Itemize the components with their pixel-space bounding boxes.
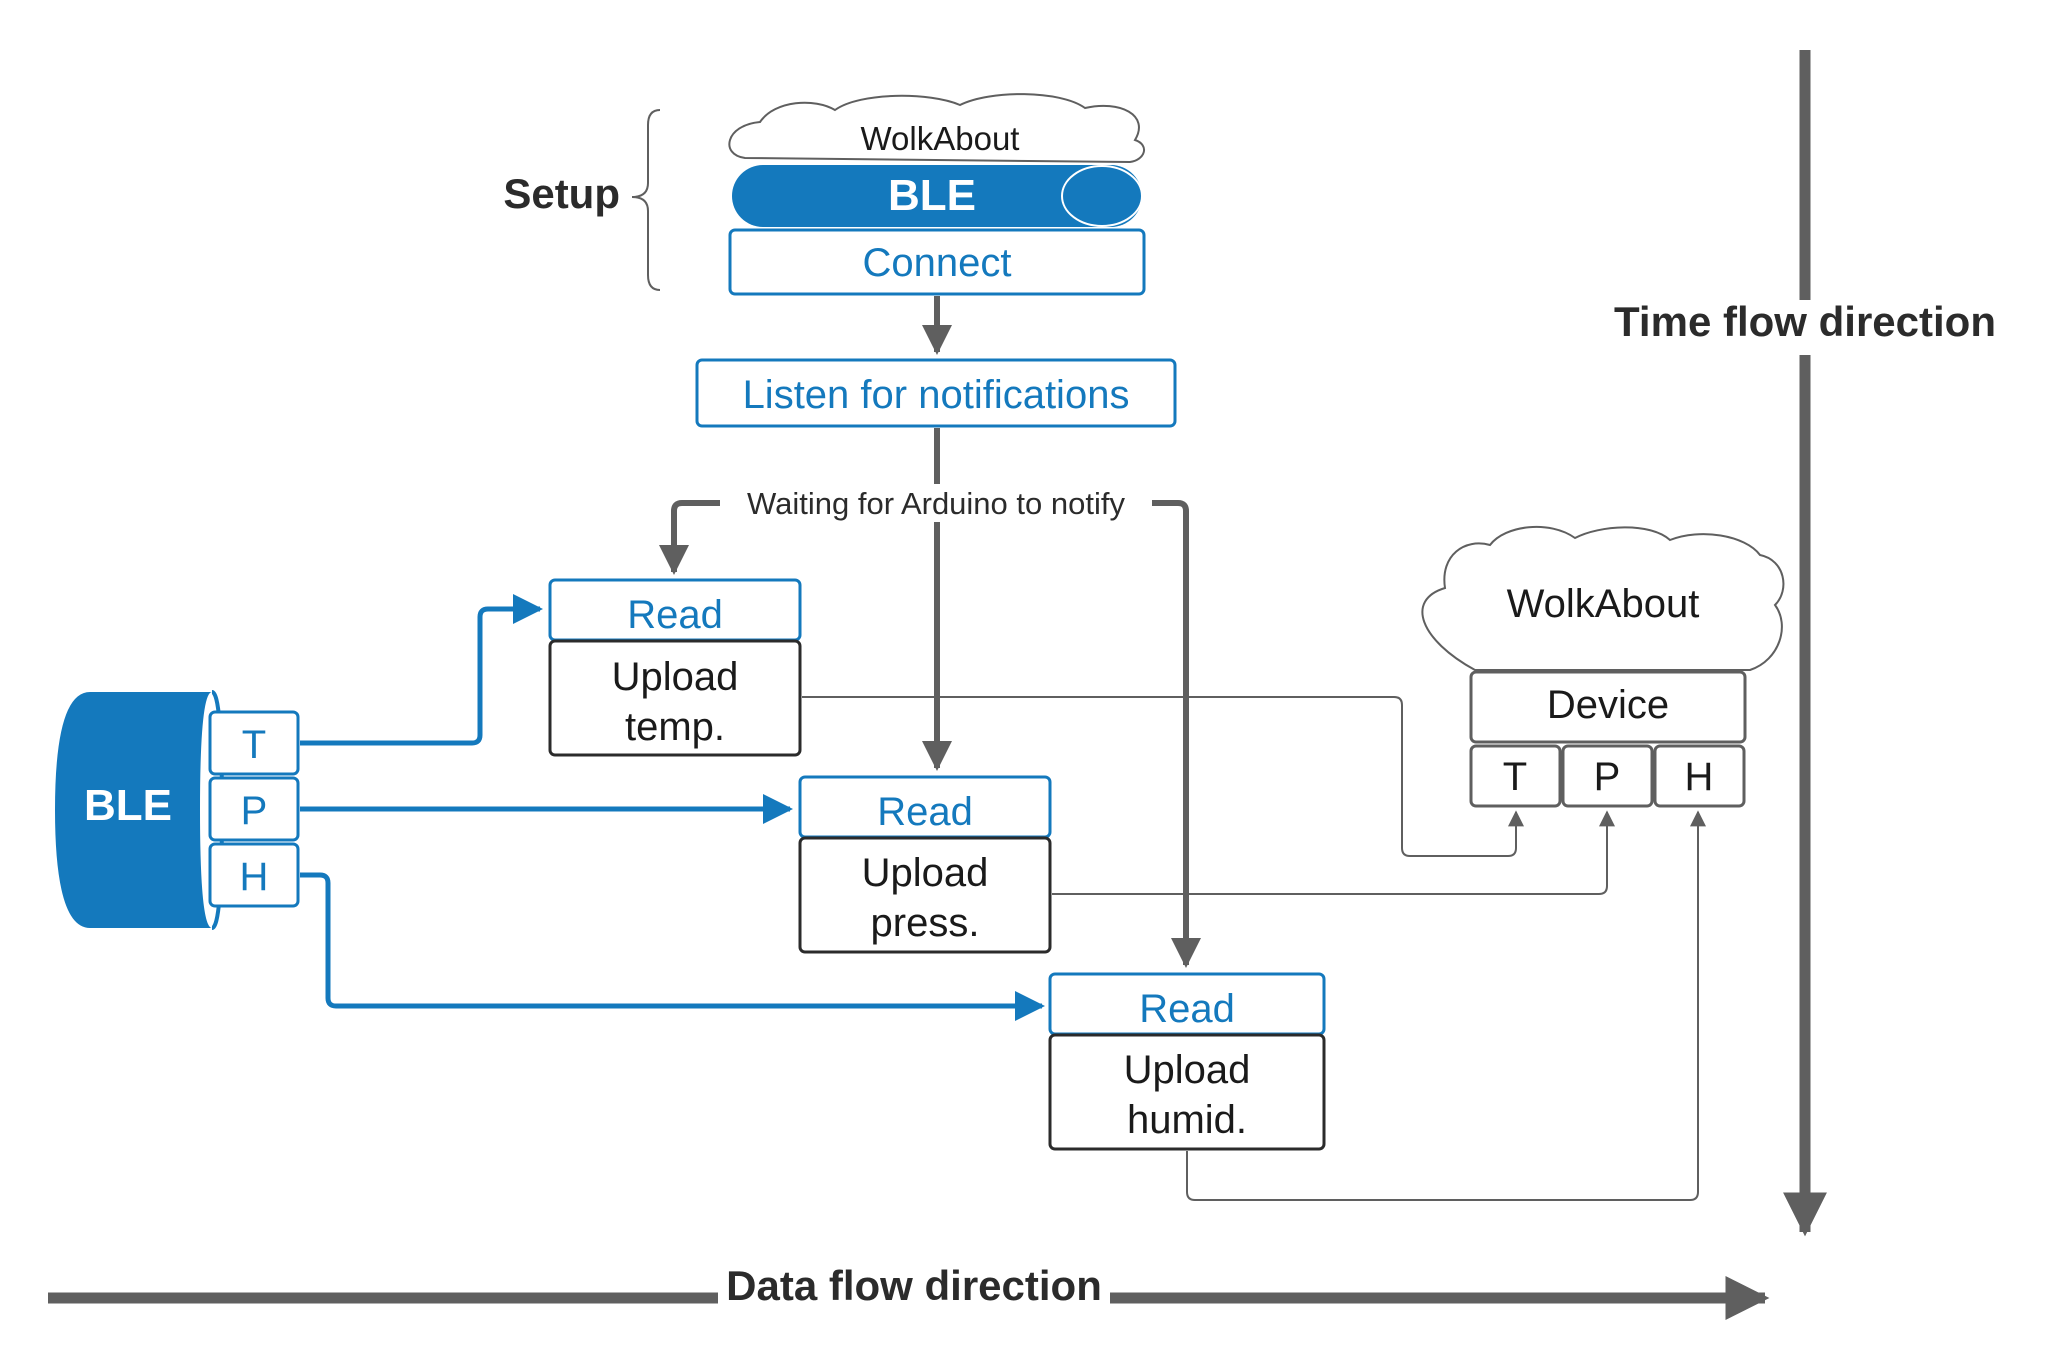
waiting-label: Waiting for Arduino to notify: [747, 486, 1125, 521]
upload-press-line1: Upload: [862, 851, 989, 895]
ble-char-p-box: [208, 776, 300, 842]
ble-char-t-label: T: [242, 723, 266, 767]
upload-temp-line2: temp.: [625, 705, 725, 749]
upload-temp-to-slot-t: [802, 696, 1524, 857]
setup-ble-pill-end: [1061, 165, 1143, 227]
listen-label: Listen for notifications: [743, 373, 1130, 417]
upload-press-to-slot-p: [1052, 810, 1615, 895]
ble-char-t-box: [208, 710, 300, 776]
read-temp-label: Read: [627, 593, 723, 637]
slot-t-label: T: [1503, 755, 1527, 799]
upload-humid-to-slot-h: [1186, 810, 1706, 1201]
wait-branch-left: [659, 500, 720, 575]
cloud-label: WolkAbout: [1507, 582, 1700, 626]
slot-p-label: P: [1594, 755, 1621, 799]
ble-device-shape: [55, 692, 212, 928]
ble-t-to-read-temp-arrow: [300, 594, 543, 746]
upload-humid-line1: Upload: [1124, 1048, 1251, 1092]
setup-label: Setup: [503, 170, 620, 217]
setup-ble-pill: [732, 165, 1142, 227]
time-flow-label: Time flow direction: [1614, 298, 1996, 345]
cloud-shape: [1421, 525, 1785, 671]
listen-box: [695, 358, 1177, 428]
ble-char-h-box: [208, 842, 300, 908]
connect-box: [728, 228, 1146, 296]
upload-press-line2: press.: [871, 901, 980, 945]
data-flow-label: Data flow direction: [726, 1262, 1102, 1309]
ble-char-h-label: H: [240, 855, 269, 899]
waiting-label-bg: [722, 484, 1150, 522]
read-humid-label: Read: [1139, 987, 1235, 1031]
device-box: [1469, 670, 1747, 744]
setup-ble-label: BLE: [888, 171, 976, 220]
setup-cloud-label: WolkAbout: [861, 120, 1020, 157]
slot-p-box: [1561, 744, 1654, 808]
upload-humid-line2: humid.: [1127, 1098, 1247, 1142]
setup-cloud-shape: [728, 93, 1145, 164]
ble-h-to-read-humid-arrow: [300, 872, 1045, 1021]
upload-humid-box: [1048, 1033, 1326, 1151]
ble-device-label: BLE: [84, 781, 172, 830]
connect-label: Connect: [863, 241, 1012, 285]
setup-brace: [631, 109, 661, 291]
slot-t-box: [1469, 744, 1562, 808]
slot-h-box: [1653, 744, 1746, 808]
wait-branch-right: [1152, 500, 1201, 968]
slot-h-label: H: [1685, 755, 1714, 799]
read-press-label: Read: [877, 790, 973, 834]
upload-press-box: [798, 836, 1052, 954]
device-label: Device: [1547, 683, 1669, 727]
upload-temp-box: [548, 639, 802, 757]
ble-char-p-label: P: [241, 789, 268, 833]
upload-temp-line1: Upload: [612, 655, 739, 699]
